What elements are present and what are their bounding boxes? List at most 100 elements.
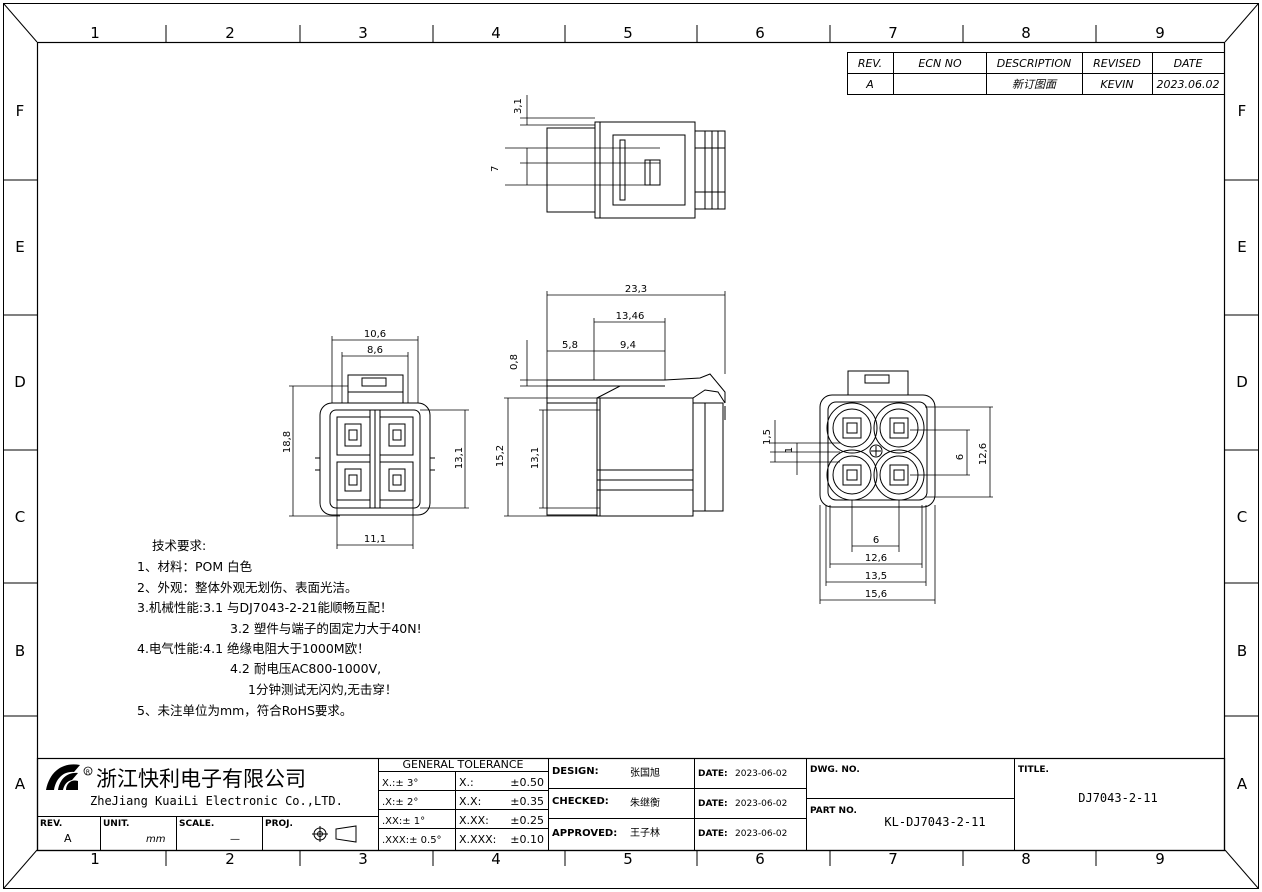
rev-header: REVISED xyxy=(1093,57,1141,70)
note-line: 1分钟测试无闪灼,无击穿！ xyxy=(248,682,397,697)
row-label: B xyxy=(1237,642,1247,660)
drawing-title: DJ7043-2-11 xyxy=(1078,791,1157,805)
rev-cell: A xyxy=(865,78,874,91)
dim-label: 5,8 xyxy=(562,340,578,351)
dim-label: 13,1 xyxy=(530,447,541,469)
col-label: 7 xyxy=(888,850,898,868)
top-view xyxy=(505,95,726,219)
rev-header: DATE xyxy=(1174,57,1203,70)
front-view xyxy=(289,336,469,549)
date-label: DATE: xyxy=(698,769,728,779)
dim-label: 1 xyxy=(784,447,795,453)
date-value: 2023-06-02 xyxy=(735,829,787,839)
dim-label: 18,8 xyxy=(282,431,293,453)
col-label: 3 xyxy=(358,24,368,42)
row-label: F xyxy=(1238,102,1247,120)
company-name-en: ZheJiang KuaiLi Electronic Co.,LTD. xyxy=(90,794,343,808)
dim-label: 13,46 xyxy=(616,311,645,322)
row-label: A xyxy=(15,775,26,793)
dim-label: 7 xyxy=(490,166,501,172)
tol-linear-value: ±0.35 xyxy=(510,795,544,808)
dim-label: 12,6 xyxy=(978,443,989,465)
dim-label: 1,5 xyxy=(762,429,773,445)
row-label: D xyxy=(14,373,26,391)
col-label: 5 xyxy=(623,24,633,42)
row-label: F xyxy=(16,102,25,120)
dim-label: 15,2 xyxy=(495,445,506,467)
scale-label: SCALE. xyxy=(179,819,214,829)
approved-name: 王子林 xyxy=(630,826,660,839)
note-line: 5、未注单位为mm，符合RoHS要求。 xyxy=(137,703,352,718)
row-label: E xyxy=(1237,238,1246,256)
row-label: B xyxy=(15,642,25,660)
company-logo-icon: R xyxy=(46,764,93,790)
rev-header: ECN NO xyxy=(918,57,962,70)
rear-view xyxy=(770,370,993,604)
dwg-no-label: DWG. NO. xyxy=(810,765,860,775)
date-value: 2023-06-02 xyxy=(735,769,787,779)
dim-label: 12,6 xyxy=(865,553,887,564)
column-ticks xyxy=(165,25,1097,866)
col-label: 7 xyxy=(888,24,898,42)
rev-value: A xyxy=(64,832,72,845)
svg-text:R: R xyxy=(86,769,90,776)
technical-notes: 技术要求: 1、材料：POM 白色 2、外观：整体外观无划伤、表面光洁。 3.机… xyxy=(137,538,422,718)
col-label: 6 xyxy=(755,24,765,42)
part-no-value: KL-DJ7043-2-11 xyxy=(884,815,985,829)
tol-linear-value: ±0.50 xyxy=(510,776,544,789)
note-line: 1、材料：POM 白色 xyxy=(137,559,253,574)
dim-label: 8,6 xyxy=(367,345,383,356)
rev-cell: 2023.06.02 xyxy=(1157,78,1220,91)
inner-border xyxy=(36,41,1226,852)
col-label: 8 xyxy=(1021,24,1031,42)
dim-label: 9,4 xyxy=(620,340,636,351)
col-label: 4 xyxy=(491,24,501,42)
col-label: 6 xyxy=(755,850,765,868)
proj-label: PROJ. xyxy=(265,819,293,829)
design-label: DESIGN: xyxy=(552,766,599,777)
row-label: C xyxy=(15,508,25,526)
date-value: 2023-06-02 xyxy=(735,799,787,809)
row-label: E xyxy=(15,238,24,256)
title-block: R xyxy=(36,757,1226,852)
rev-header: DESCRIPTION xyxy=(997,57,1071,70)
approved-label: APPROVED: xyxy=(552,828,617,839)
dim-label: 23,3 xyxy=(625,284,647,295)
col-label: 1 xyxy=(90,850,100,868)
scale-value: — xyxy=(230,834,240,845)
col-label: 9 xyxy=(1155,850,1165,868)
checked-name: 朱继衡 xyxy=(630,796,660,809)
date-label: DATE: xyxy=(698,799,728,809)
col-label: 2 xyxy=(225,24,235,42)
dim-label: 15,6 xyxy=(865,589,887,600)
note-line: 2、外观：整体外观无划伤、表面光洁。 xyxy=(137,580,357,595)
dim-label: 3,1 xyxy=(513,98,524,114)
row-label: D xyxy=(1236,373,1248,391)
col-label: 4 xyxy=(491,850,501,868)
note-line: 3.机械性能:3.1 与DJ7043-2-21能顺畅互配！ xyxy=(137,600,393,615)
rev-header: REV. xyxy=(858,57,882,70)
col-label: 2 xyxy=(225,850,235,868)
tol-angular: .XX:± 1° xyxy=(382,816,425,827)
col-label: 8 xyxy=(1021,850,1031,868)
dim-label: 11,1 xyxy=(364,534,386,545)
tol-linear-label: X.X: xyxy=(459,795,481,808)
unit-label: UNIT. xyxy=(103,819,129,829)
rev-cell: KEVIN xyxy=(1100,78,1133,91)
projection-symbol-icon xyxy=(312,825,357,843)
dim-label: 10,6 xyxy=(364,329,386,340)
part-no-label: PART NO. xyxy=(810,806,857,816)
revision-table: REV. ECN NO DESCRIPTION REVISED DATE A 新… xyxy=(847,52,1225,95)
tol-linear-value: ±0.25 xyxy=(510,814,544,827)
dim-label: 6 xyxy=(873,535,879,546)
unit-value: mm xyxy=(146,834,166,845)
tol-linear-label: X.: xyxy=(459,776,474,789)
tolerance-title: GENERAL TOLERANCE xyxy=(402,758,523,771)
col-label: 1 xyxy=(90,24,100,42)
side-view xyxy=(504,291,726,517)
tol-linear-value: ±0.10 xyxy=(510,833,544,846)
dim-label: 13,5 xyxy=(865,571,887,582)
note-line: 技术要求: xyxy=(152,538,206,553)
tol-angular: X.:± 3° xyxy=(382,778,418,789)
